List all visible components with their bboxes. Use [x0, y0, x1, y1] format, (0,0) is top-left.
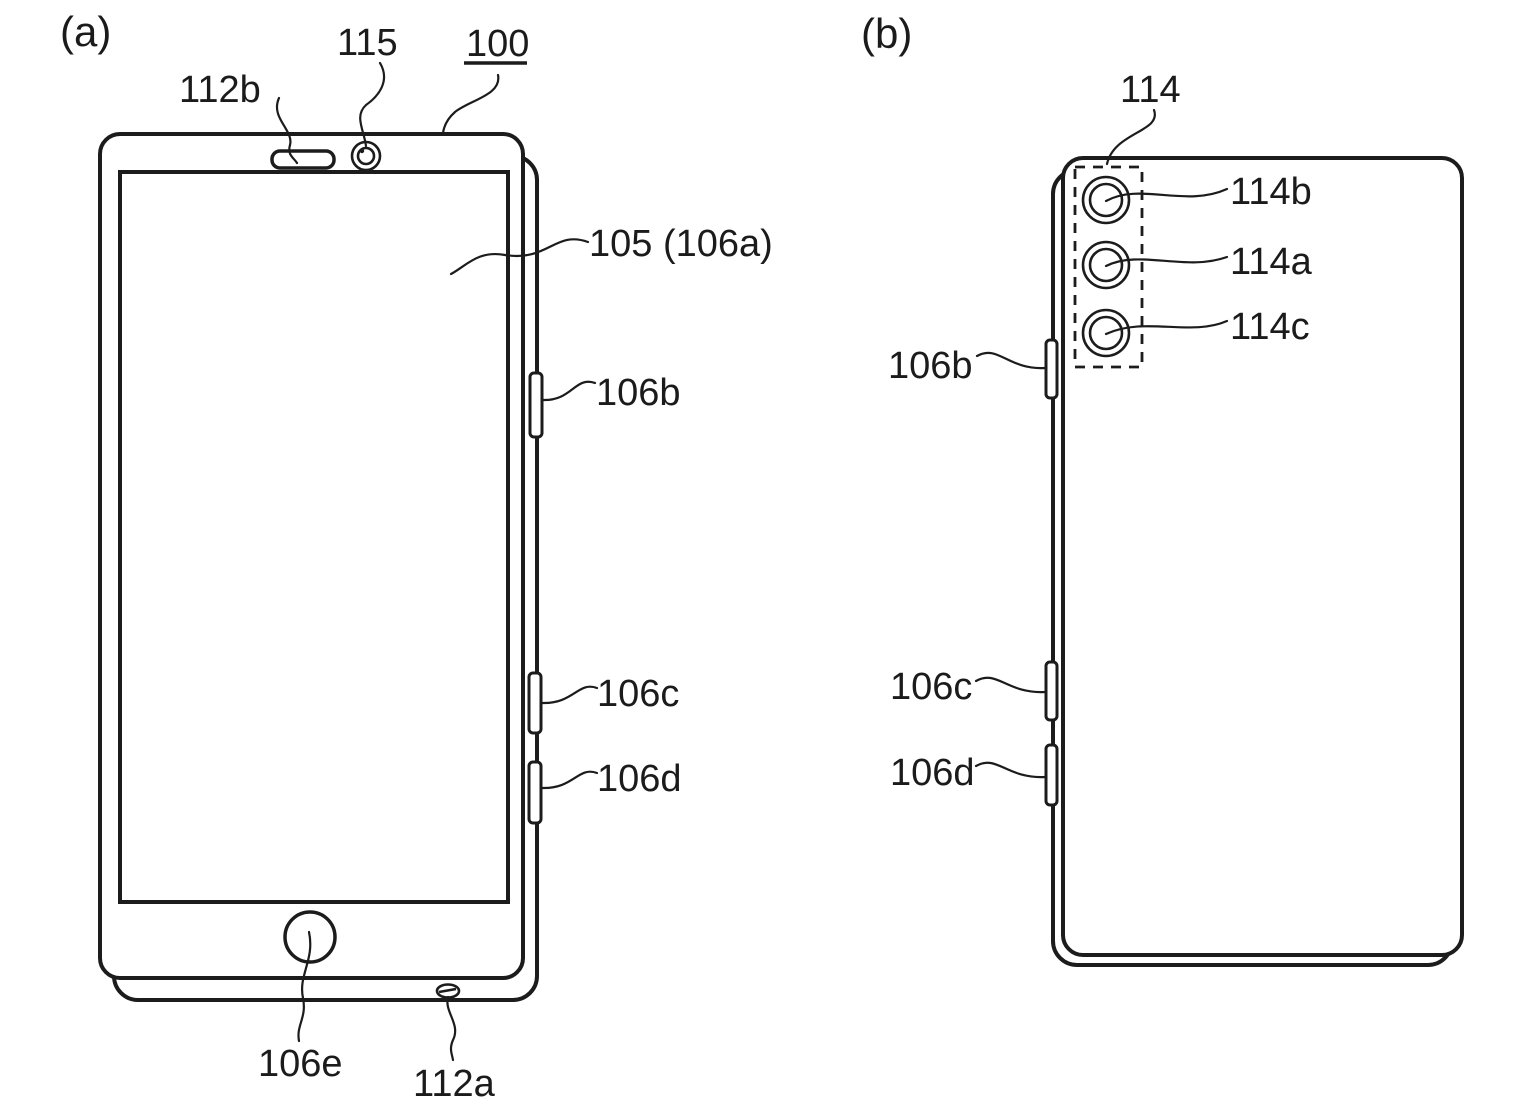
leader-114 [1105, 108, 1156, 166]
leader-106d-front [540, 770, 599, 790]
side-button-106b-rear [1044, 338, 1059, 400]
leader-106b-front [541, 380, 597, 402]
leader-112b [276, 96, 299, 165]
rear-camera-114a [1081, 240, 1131, 290]
phone-a-display [118, 170, 510, 904]
label-106b-rear: 106b [888, 345, 973, 387]
label-114c: 114c [1230, 306, 1310, 348]
leader-115 [359, 61, 386, 148]
label-114: 114 [1120, 69, 1181, 111]
label-105-106a: 105 (106a) [589, 223, 773, 265]
leader-114b [1104, 187, 1229, 203]
phone-b-body [1061, 156, 1464, 957]
label-112b: 112b [179, 69, 261, 111]
panel-a-tag: (a) [60, 8, 111, 55]
leader-106b-rear [975, 351, 1047, 370]
leader-106c-front [540, 685, 599, 705]
label-114a: 114a [1230, 241, 1313, 283]
leader-112a [446, 995, 457, 1062]
panel-a-front-view: (a) 112b 115 100 105 (106a) 106b 106c 10… [60, 8, 773, 1103]
label-114b: 114b [1230, 171, 1312, 213]
leader-105 [449, 238, 590, 276]
label-106d-front: 106d [597, 758, 682, 800]
label-115: 115 [337, 22, 398, 64]
leader-106d-rear [974, 761, 1047, 779]
label-112a: 112a [413, 1063, 496, 1103]
side-button-106b-front [528, 371, 544, 439]
leader-106c-rear [974, 676, 1047, 694]
side-button-106d-front [527, 760, 543, 825]
rear-camera-114c [1081, 308, 1131, 358]
side-button-106c-rear [1044, 660, 1059, 722]
label-100: 100 [466, 23, 529, 65]
label-106e: 106e [258, 1043, 343, 1085]
leader-106e [297, 930, 312, 1043]
side-button-106c-front [527, 671, 543, 735]
receiver-speaker-slot [270, 149, 336, 170]
panel-b-rear-view: (b) 114 114b 114a 114c 106b 106c 106d [861, 10, 1464, 967]
rear-camera-114b [1081, 175, 1131, 225]
label-106c-rear: 106c [890, 666, 972, 708]
panel-b-tag: (b) [861, 10, 912, 57]
label-106c-front: 106c [597, 673, 679, 715]
leader-114c [1104, 319, 1229, 336]
camera-module-region [1073, 165, 1144, 369]
label-106d-rear: 106d [890, 752, 975, 794]
leader-114a [1104, 255, 1229, 268]
label-106b-front: 106b [596, 372, 681, 414]
side-button-106d-rear [1044, 743, 1059, 807]
leader-100 [441, 73, 500, 135]
